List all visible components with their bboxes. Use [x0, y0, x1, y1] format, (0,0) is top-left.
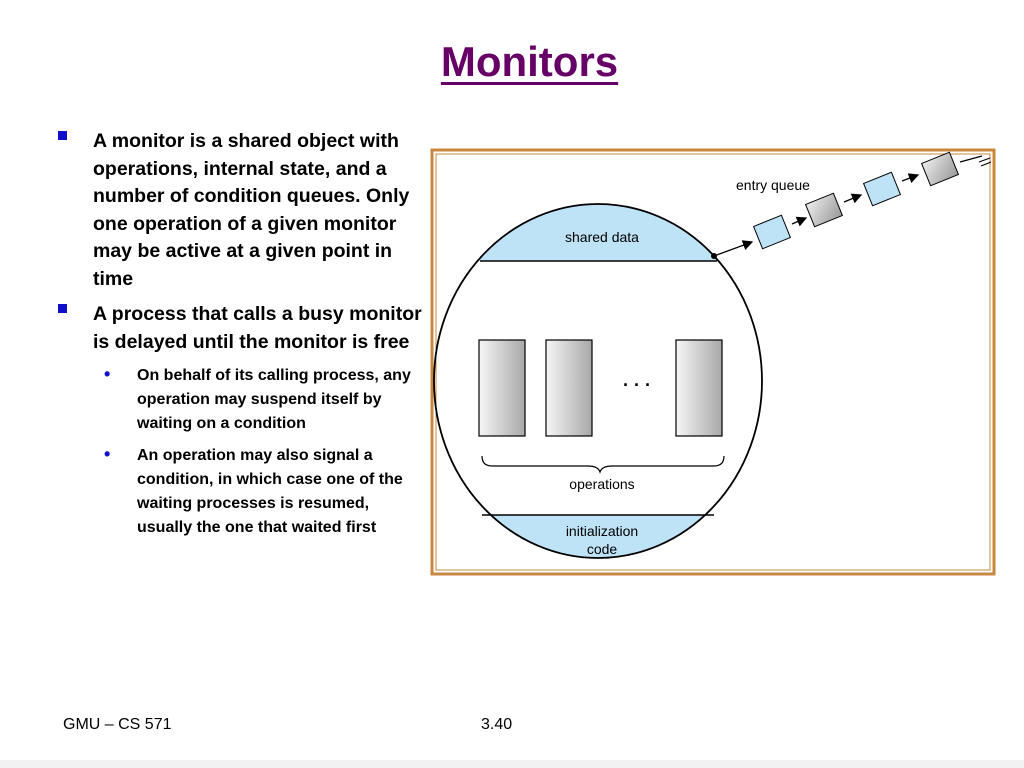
init-code-label-line2: code — [587, 541, 618, 557]
queue-tail-line — [959, 155, 983, 163]
monitor-oval — [433, 203, 763, 559]
dot-bullet-icon: • — [104, 444, 111, 464]
queue-arrow — [843, 193, 863, 204]
queue-process-box — [804, 192, 844, 228]
dot-bullet-icon: • — [104, 364, 111, 384]
operation-box — [545, 339, 593, 437]
queue-process-box — [862, 171, 902, 207]
queue-process-box — [752, 214, 792, 250]
bullet-item: A monitor is a shared object with operat… — [55, 128, 425, 293]
bullet-text: A process that calls a busy monitor is d… — [93, 303, 422, 353]
queue-process-box — [920, 151, 960, 187]
square-bullet-icon — [58, 304, 67, 313]
operations-label: operations — [569, 476, 634, 492]
bottom-band — [0, 760, 1024, 768]
sub-bullet-item: • An operation may also signal a conditi… — [55, 444, 425, 540]
queue-arrow — [791, 216, 808, 227]
bullet-list: A monitor is a shared object with operat… — [55, 128, 425, 548]
footer-course: GMU – CS 571 — [63, 716, 172, 733]
monitor-diagram-svg: shared data · · · operations initializat… — [430, 148, 996, 576]
operations-brace — [481, 455, 725, 474]
footer-page-number: 3.40 — [481, 716, 513, 733]
operation-box — [675, 339, 723, 437]
sub-bullet-text: On behalf of its calling process, any op… — [137, 367, 411, 432]
entry-queue-label: entry queue — [736, 177, 810, 193]
slide-title: Monitors — [440, 38, 619, 85]
bullet-item: A process that calls a busy monitor is d… — [55, 301, 425, 356]
sub-bullet-text: An operation may also signal a condition… — [137, 447, 403, 536]
operation-box — [478, 339, 526, 437]
queue-break-mark — [978, 157, 992, 167]
shared-data-label: shared data — [565, 229, 639, 245]
sub-bullet-item: • On behalf of its calling process, any … — [55, 364, 425, 436]
diagram-frame-inner — [435, 153, 991, 571]
queue-arrow — [713, 240, 754, 257]
queue-arrow — [901, 173, 920, 184]
square-bullet-icon — [58, 131, 67, 140]
bullet-text: A monitor is a shared object with operat… — [93, 130, 410, 290]
operations-ellipsis: · · · — [623, 375, 651, 395]
init-code-label-line1: initialization — [566, 523, 638, 539]
monitor-diagram: shared data · · · operations initializat… — [430, 148, 996, 576]
